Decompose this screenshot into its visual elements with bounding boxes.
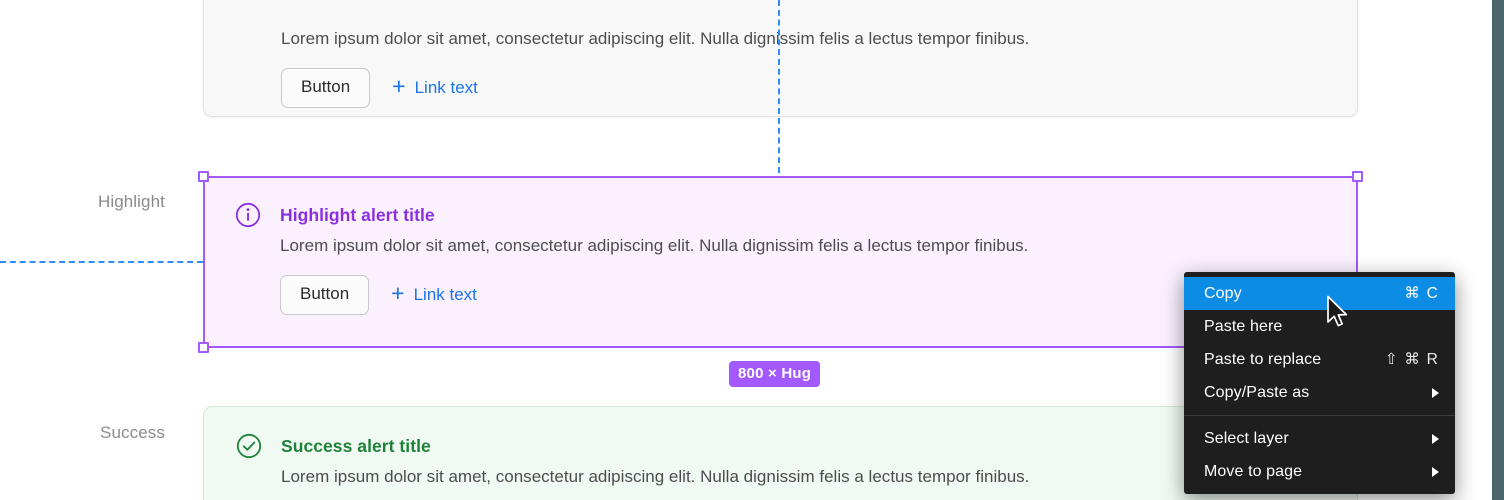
alert-button-neutral[interactable]: Button bbox=[281, 68, 371, 108]
alert-body-neutral: Lorem ipsum dolor sit amet, consectetur … bbox=[281, 29, 1030, 48]
info-circle-icon bbox=[235, 202, 261, 228]
alert-link-label-neutral: Link text bbox=[414, 77, 478, 97]
menu-item-shortcut: ⇧ ⌘ R bbox=[1384, 351, 1439, 368]
menu-item-shortcut: ⌘ C bbox=[1404, 285, 1439, 302]
menu-item-move-to-page[interactable]: Move to page bbox=[1184, 455, 1455, 488]
alert-actions-highlight: Button + Link text bbox=[280, 275, 1328, 315]
row-label-success: Success bbox=[100, 423, 165, 442]
menu-item-copy-paste-as[interactable]: Copy/Paste as bbox=[1184, 376, 1455, 409]
menu-item-paste-here[interactable]: Paste here bbox=[1184, 310, 1455, 343]
check-circle-icon bbox=[236, 433, 262, 459]
alert-button-highlight[interactable]: Button bbox=[280, 275, 370, 315]
alert-title-success: Success alert title bbox=[281, 435, 431, 456]
chevron-right-icon bbox=[1432, 466, 1439, 477]
plus-icon: + bbox=[392, 73, 406, 100]
menu-item-label: Copy bbox=[1204, 284, 1242, 302]
context-menu[interactable]: Copy ⌘ C Paste here Paste to replace ⇧ ⌘… bbox=[1184, 272, 1455, 494]
alert-body-success: Lorem ipsum dolor sit amet, consectetur … bbox=[281, 467, 1030, 486]
alert-card-neutral[interactable]: Lorem ipsum dolor sit amet, consectetur … bbox=[203, 0, 1358, 117]
menu-item-label: Move to page bbox=[1204, 462, 1303, 480]
alert-card-success[interactable]: Success alert title Lorem ipsum dolor si… bbox=[203, 406, 1358, 500]
alert-actions-neutral: Button + Link text bbox=[281, 68, 1327, 108]
row-label-highlight: Highlight bbox=[97, 192, 165, 211]
alert-link-neutral[interactable]: + Link text bbox=[392, 73, 478, 100]
alert-body-highlight: Lorem ipsum dolor sit amet, consectetur … bbox=[280, 236, 1029, 255]
menu-item-label: Paste here bbox=[1204, 317, 1283, 335]
right-panel-edge bbox=[1492, 0, 1504, 500]
menu-item-label: Copy/Paste as bbox=[1204, 383, 1310, 401]
menu-separator bbox=[1184, 415, 1455, 416]
alert-link-highlight[interactable]: + Link text bbox=[391, 280, 477, 307]
alert-link-label-highlight: Link text bbox=[413, 284, 477, 304]
menu-item-paste-to-replace[interactable]: Paste to replace ⇧ ⌘ R bbox=[1184, 343, 1455, 376]
selection-size-badge: 800 × Hug bbox=[729, 361, 821, 387]
alert-card-highlight[interactable]: Highlight alert title Lorem ipsum dolor … bbox=[203, 176, 1358, 348]
plus-icon: + bbox=[391, 280, 405, 307]
chevron-right-icon bbox=[1432, 387, 1439, 398]
alert-title-highlight: Highlight alert title bbox=[280, 204, 435, 225]
menu-item-select-layer[interactable]: Select layer bbox=[1184, 422, 1455, 455]
menu-item-copy[interactable]: Copy ⌘ C bbox=[1184, 277, 1455, 310]
chevron-right-icon bbox=[1432, 433, 1439, 444]
menu-item-label: Paste to replace bbox=[1204, 350, 1322, 368]
smart-guide-horizontal bbox=[0, 261, 203, 263]
menu-item-label: Select layer bbox=[1204, 429, 1289, 447]
smart-guide-vertical bbox=[778, 0, 780, 173]
